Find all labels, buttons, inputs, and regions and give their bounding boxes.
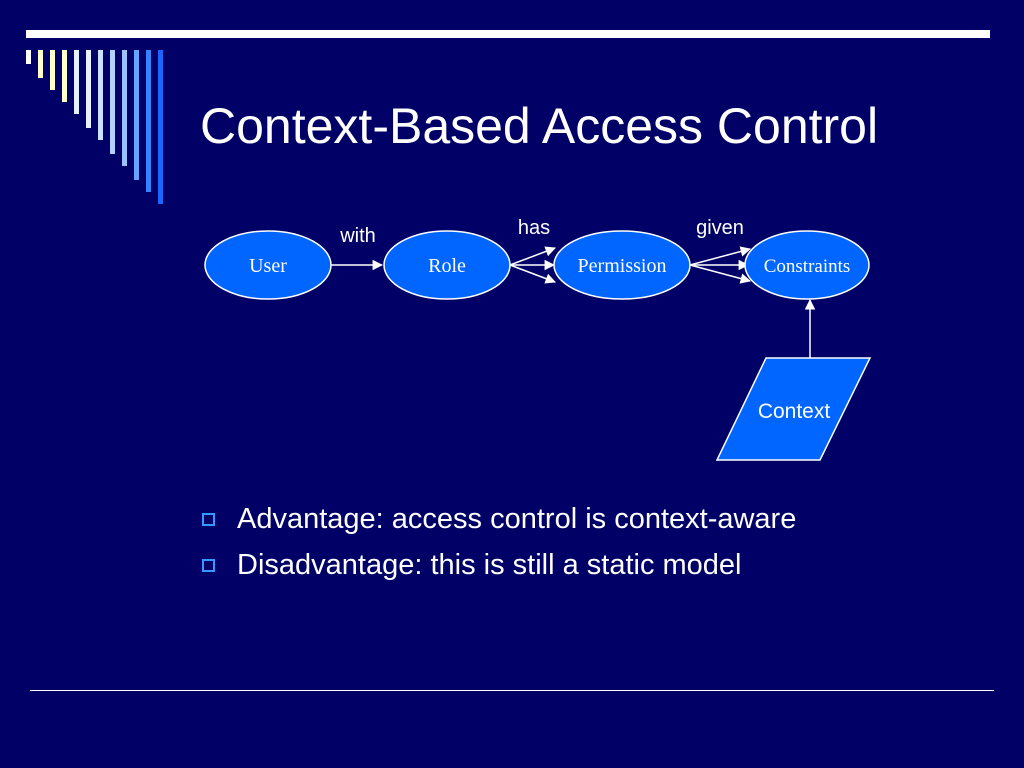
stripe [74, 50, 79, 114]
stripe [50, 50, 55, 90]
square-bullet-icon [202, 558, 215, 572]
node-context: Context [715, 357, 872, 461]
edge-label-has: has [518, 217, 550, 239]
node-label: Permission [578, 255, 667, 277]
square-bullet-icon [202, 512, 215, 526]
bottom-rule [30, 690, 994, 691]
stripe [110, 50, 115, 154]
decorative-stripes [26, 50, 163, 204]
bullet-item-advantage: Advantage: access control is context-awa… [200, 496, 796, 542]
bullet-item-disadvantage: Disadvantage: this is still a static mod… [200, 542, 796, 588]
node-label: Constraints [764, 256, 851, 277]
node-constraints: Constraints [744, 230, 870, 300]
stripe [134, 50, 139, 180]
stripe [86, 50, 91, 128]
stripe [122, 50, 127, 166]
stripe [38, 50, 43, 78]
node-label: Role [428, 255, 466, 277]
stripe [62, 50, 67, 102]
node-label: Context [758, 400, 831, 423]
node-permission: Permission [553, 230, 691, 300]
top-rule [26, 30, 990, 38]
edge-permission-constraints [689, 246, 752, 284]
edge-label-with: with [339, 225, 376, 247]
node-label: User [249, 255, 287, 277]
edge-role-permission [509, 246, 556, 284]
node-user: User [204, 230, 332, 300]
edge-label-given: given [696, 217, 744, 239]
slide-title: Context-Based Access Control [200, 98, 879, 154]
stripe [146, 50, 151, 192]
bullet-text: Disadvantage: this is still a static mod… [237, 548, 742, 581]
bullet-text: Advantage: access control is context-awa… [237, 502, 797, 535]
bullet-list: Advantage: access control is context-awa… [200, 496, 796, 588]
node-role: Role [383, 230, 511, 300]
stripe [158, 50, 163, 204]
stripe [98, 50, 103, 140]
stripe [26, 50, 31, 64]
